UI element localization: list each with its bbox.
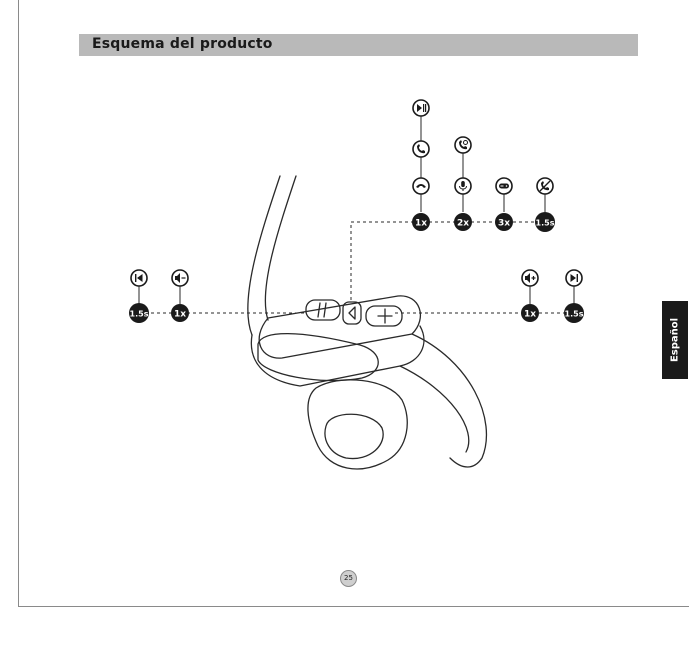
press-badge: 1.5s <box>129 303 149 323</box>
press-badge-label: 2x <box>457 219 469 229</box>
press-badge-label: 1x <box>174 310 186 320</box>
gamepad-icon <box>495 177 513 195</box>
press-badge-label: 1.5s <box>565 310 584 319</box>
section-title: Esquema del producto <box>92 36 273 52</box>
press-badge: 3x <box>495 213 513 231</box>
microphone-icon <box>454 177 472 195</box>
headphone-illustration <box>247 175 488 470</box>
press-badge-label: 1.5s <box>130 310 149 319</box>
press-badge: 1x <box>171 304 189 322</box>
press-badge: 1.5s <box>535 212 555 232</box>
call-answer-icon <box>412 140 430 158</box>
press-badges: 1x 2x 3x 1.5s 1.5s 1x 1x 1.5s <box>129 212 584 323</box>
call-end-icon <box>412 177 430 195</box>
page-frame-bottom <box>18 606 689 607</box>
volume-up-icon <box>521 269 539 287</box>
press-badge-label: 1x <box>524 310 536 320</box>
section-header: Esquema del producto <box>79 34 638 56</box>
phone-off-icon <box>536 177 554 195</box>
press-badge-label: 1.5s <box>536 219 555 228</box>
page-number: 25 <box>340 570 357 587</box>
press-badge: 1.5s <box>564 303 584 323</box>
language-tab: Español <box>662 301 688 379</box>
press-badge-label: 3x <box>498 219 510 229</box>
press-badge: 1x <box>521 304 539 322</box>
press-badge: 2x <box>454 213 472 231</box>
play-pause-icon <box>412 99 430 117</box>
page-frame-left <box>18 0 19 606</box>
press-badge: 1x <box>412 213 430 231</box>
leader-lines <box>139 221 578 314</box>
call-reject-icon <box>454 136 472 154</box>
next-track-icon <box>565 269 583 287</box>
previous-track-icon <box>130 269 148 287</box>
press-badge-label: 1x <box>415 219 427 229</box>
icon-stems <box>138 110 575 304</box>
volume-down-icon <box>171 269 189 287</box>
